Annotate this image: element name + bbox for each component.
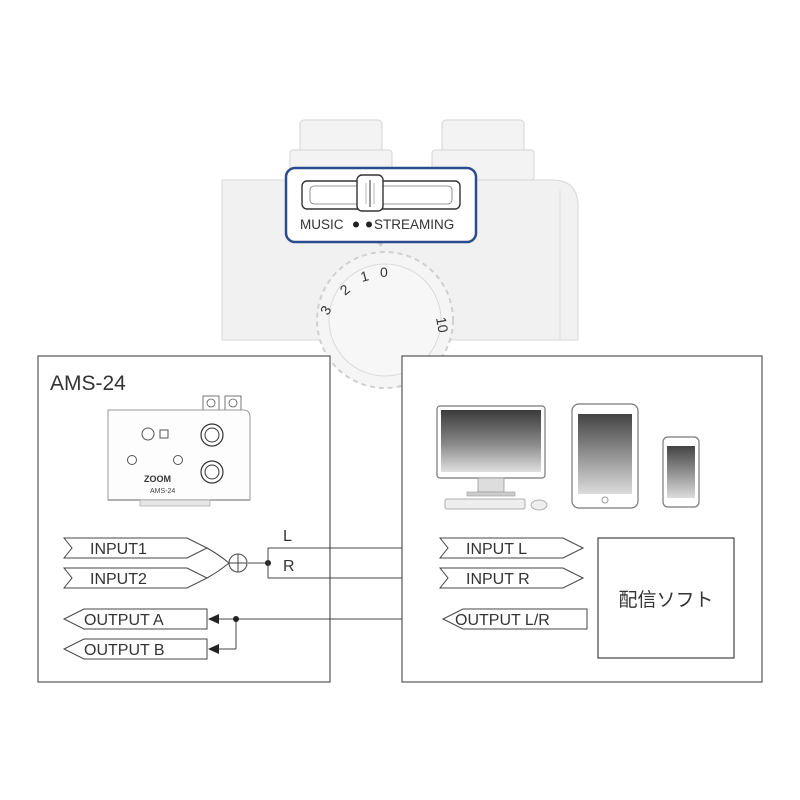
input-r-label: INPUT R xyxy=(466,571,530,588)
ams24-frame xyxy=(37,355,331,683)
computer-box: INPUT L INPUT R OUTPUT L/R 配信ソフト xyxy=(401,355,763,683)
input2-label: INPUT2 xyxy=(90,571,147,588)
mixer-lines xyxy=(206,547,268,579)
streaming-software-box: 配信ソフト xyxy=(597,537,735,659)
device-brand: ZOOM xyxy=(144,474,171,484)
switch-knob[interactable] xyxy=(356,174,384,212)
dial-number: 10 xyxy=(433,316,451,334)
input2-tag: INPUT2 xyxy=(62,567,209,589)
streaming-dot xyxy=(366,221,372,228)
input-r-tag: INPUT R xyxy=(438,567,585,589)
input1-tag: INPUT1 xyxy=(62,537,209,559)
output-a-label: OUTPUT A xyxy=(84,612,164,629)
output-b-label: OUTPUT B xyxy=(84,642,165,659)
streaming-software-label: 配信ソフト xyxy=(618,589,713,611)
switch-label-music: MUSIC xyxy=(300,217,344,232)
dial-number: 0 xyxy=(380,264,388,280)
arrow-to-output-b xyxy=(208,644,219,654)
channel-label-right: R xyxy=(283,558,295,575)
output-split-node xyxy=(233,616,239,622)
music-streaming-switch-callout: MUSIC STREAMING xyxy=(284,166,478,244)
channel-label-left: L xyxy=(283,528,292,545)
output-b-tag: OUTPUT B xyxy=(62,638,208,660)
input1-label: INPUT1 xyxy=(90,541,147,558)
ams24-device-illustration: ZOOM AMS-24 xyxy=(107,395,251,507)
music-dot xyxy=(353,221,359,228)
ams24-title: AMS-24 xyxy=(50,372,126,395)
arrow-to-output-a xyxy=(208,614,219,624)
output-lr-label: OUTPUT L/R xyxy=(455,612,550,629)
ams24-box: AMS-24 ZOOM AMS-24 INPUT1 xyxy=(37,355,331,683)
input-l-tag: INPUT L xyxy=(438,537,585,559)
desktop-computer-icon xyxy=(436,405,548,511)
volume-dial: 3 2 1 0 10 xyxy=(316,251,454,389)
output-lr-tag: OUTPUT L/R xyxy=(441,608,588,630)
dial-number: 1 xyxy=(359,267,371,285)
switch-label-streaming: STREAMING xyxy=(374,217,454,232)
smartphone-icon xyxy=(662,436,700,508)
output-a-tag: OUTPUT A xyxy=(62,608,208,630)
tablet-icon xyxy=(571,403,639,509)
device-model: AMS-24 xyxy=(150,488,175,495)
input-l-label: INPUT L xyxy=(466,541,527,558)
mixer-sum-icon xyxy=(228,553,248,573)
device-top-view: 3 2 1 0 10 xyxy=(221,119,579,389)
